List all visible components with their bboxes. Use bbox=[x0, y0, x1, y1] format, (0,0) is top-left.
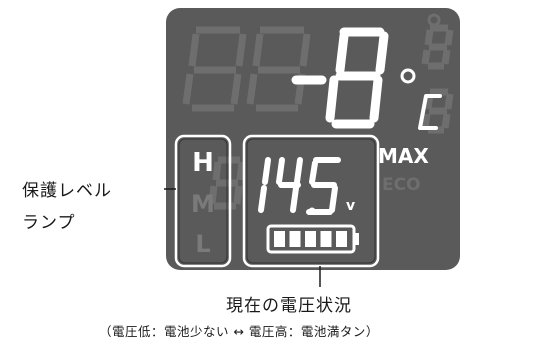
battery-cell bbox=[289, 231, 301, 247]
mode-max-label: MAX bbox=[378, 144, 429, 168]
lamp-caption-line2: ランプ bbox=[22, 213, 76, 233]
voltage-unit: v bbox=[346, 198, 355, 214]
digit-eight bbox=[325, 27, 389, 129]
lamp-letter-m: M bbox=[191, 190, 215, 218]
battery-cell bbox=[336, 231, 347, 247]
voltage-frame bbox=[242, 134, 380, 268]
temperature-digits bbox=[291, 27, 389, 129]
decimal-point bbox=[308, 207, 316, 215]
voltage-digits bbox=[258, 157, 341, 215]
protection-lamp-frame bbox=[174, 134, 232, 268]
battery-cell bbox=[274, 231, 285, 247]
battery-cell bbox=[305, 231, 316, 247]
celsius-symbol bbox=[400, 68, 442, 130]
battery-indicator bbox=[266, 224, 359, 254]
lamp-letter-h: H bbox=[192, 148, 214, 178]
voltage-caption-title: 現在の電圧状況 bbox=[226, 296, 352, 316]
lamp-letter-l: L bbox=[195, 230, 210, 258]
battery-cell bbox=[320, 231, 332, 247]
lamp-caption-line1: 保護レベル bbox=[22, 181, 112, 201]
mode-eco-label: ECO bbox=[382, 175, 421, 195]
voltage-caption-note: （電圧低：電池少ない ↔ 電圧高：電池満タン） bbox=[99, 324, 379, 339]
